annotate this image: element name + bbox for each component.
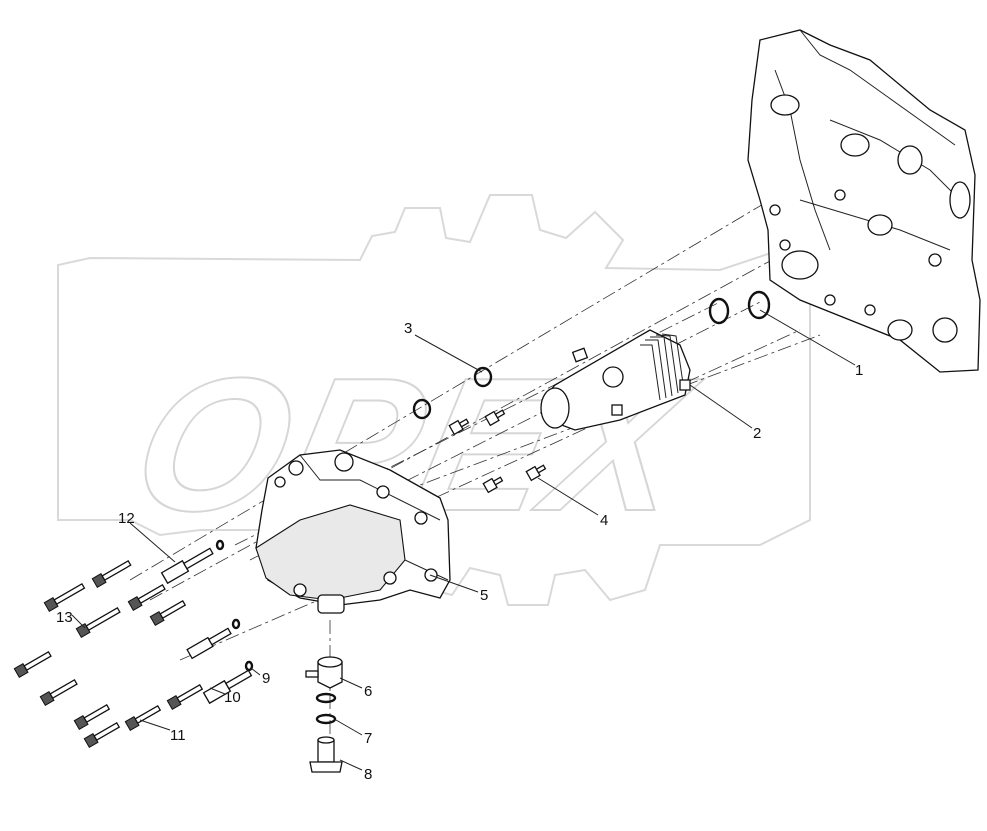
adapter bbox=[305, 656, 343, 689]
screw-set bbox=[448, 409, 547, 494]
callout-12: 12 bbox=[118, 510, 135, 527]
sleeve-set bbox=[160, 547, 253, 705]
o-ring-pair bbox=[412, 366, 493, 420]
callout-4: 4 bbox=[600, 512, 608, 529]
callout-5: 5 bbox=[480, 587, 488, 604]
callout-9: 9 bbox=[262, 670, 270, 687]
callout-10: 10 bbox=[224, 689, 241, 706]
leader-lines bbox=[71, 309, 856, 771]
callout-2: 2 bbox=[753, 425, 761, 442]
callout-7: 7 bbox=[364, 730, 372, 747]
callout-11: 11 bbox=[170, 727, 186, 744]
seal-ring-pair bbox=[315, 692, 337, 725]
o-ring-pair-block bbox=[708, 290, 771, 325]
oil-cooler-housing bbox=[255, 449, 451, 614]
callout-labels: 1 2 3 4 5 6 7 8 9 10 11 12 13 bbox=[56, 320, 863, 783]
oil-cooler bbox=[540, 329, 691, 431]
callout-6: 6 bbox=[364, 683, 372, 700]
hollow-bolt bbox=[309, 736, 343, 773]
engine-block bbox=[747, 29, 981, 373]
callout-1: 1 bbox=[855, 362, 863, 379]
callout-8: 8 bbox=[364, 766, 372, 783]
callout-13: 13 bbox=[56, 609, 73, 626]
cooler-fins bbox=[640, 333, 685, 401]
bolt-set bbox=[13, 559, 204, 749]
watermark-gear bbox=[57, 194, 811, 606]
callout-3: 3 bbox=[404, 320, 412, 337]
washer-set bbox=[215, 539, 254, 672]
